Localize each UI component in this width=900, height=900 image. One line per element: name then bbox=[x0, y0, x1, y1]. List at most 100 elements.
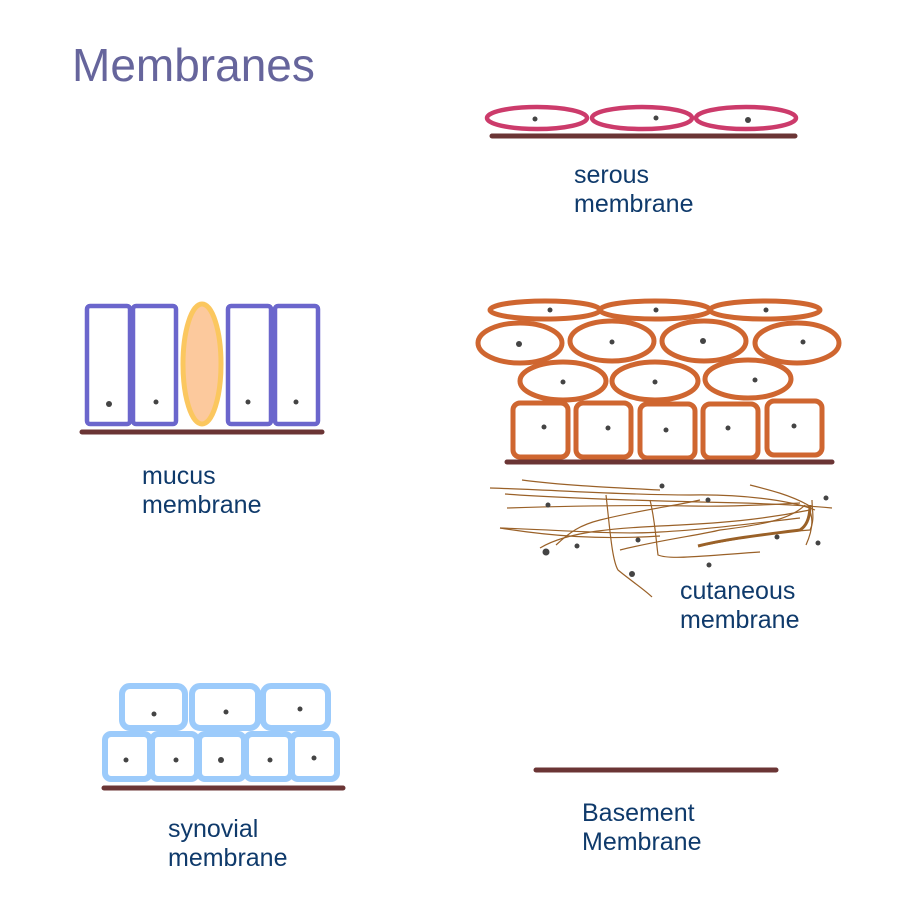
columnar-cell bbox=[225, 303, 274, 427]
mucus-membrane-label: mucus membrane bbox=[142, 462, 262, 520]
squamous-cell bbox=[589, 104, 695, 132]
label-line-2: membrane bbox=[574, 190, 694, 218]
synovial-membrane-diagram bbox=[101, 683, 346, 791]
columnar-cell bbox=[130, 303, 179, 427]
nucleus bbox=[547, 307, 553, 313]
nucleus bbox=[123, 757, 129, 763]
serous-membrane-label: serous membrane bbox=[574, 161, 694, 219]
nucleus bbox=[218, 757, 224, 763]
nucleus bbox=[652, 379, 658, 385]
label-line-1: serous bbox=[574, 161, 650, 189]
fiber bbox=[489, 487, 816, 511]
columnar-cell bbox=[84, 303, 133, 427]
label-line-2: membrane bbox=[680, 606, 800, 634]
fiber bbox=[499, 517, 801, 534]
label-line-1: synovial bbox=[168, 815, 259, 843]
cuboidal-cell bbox=[102, 731, 153, 782]
cuboidal-cell bbox=[637, 401, 698, 461]
nucleus bbox=[267, 757, 273, 763]
nucleus bbox=[705, 497, 711, 503]
nucleus bbox=[293, 399, 299, 405]
fiber bbox=[619, 504, 806, 551]
nucleus bbox=[516, 341, 522, 347]
columnar-cell bbox=[272, 303, 321, 427]
nucleus bbox=[700, 338, 706, 344]
nucleus bbox=[151, 711, 157, 717]
nucleus bbox=[815, 540, 821, 546]
fiber bbox=[504, 493, 833, 509]
squamous-cell bbox=[693, 104, 799, 132]
fiber bbox=[555, 499, 701, 546]
nucleus bbox=[173, 757, 179, 763]
nucleus bbox=[106, 401, 112, 407]
nucleus bbox=[653, 307, 659, 313]
nucleus bbox=[663, 427, 669, 433]
cuboidal-cell bbox=[700, 401, 761, 461]
fiber bbox=[697, 504, 812, 548]
nucleus bbox=[763, 307, 769, 313]
cell bbox=[260, 683, 331, 731]
nucleus bbox=[635, 537, 641, 543]
synovial-membrane-label: synovial membrane bbox=[168, 815, 288, 873]
nucleus bbox=[823, 495, 829, 501]
flat-cell bbox=[487, 298, 603, 322]
goblet-cell bbox=[180, 301, 224, 427]
nucleus bbox=[574, 543, 580, 549]
nucleus bbox=[725, 425, 731, 431]
nucleus bbox=[659, 483, 665, 489]
flat-cell bbox=[707, 298, 823, 322]
cell bbox=[189, 683, 261, 731]
oval-cell bbox=[517, 359, 609, 403]
label-line-1: Basement bbox=[582, 799, 695, 827]
serous-membrane-diagram bbox=[484, 104, 799, 139]
fiber bbox=[539, 509, 811, 549]
nucleus bbox=[791, 423, 797, 429]
label-line-2: membrane bbox=[168, 844, 288, 872]
nucleus bbox=[774, 534, 780, 540]
cutaneous-membrane-label: cutaneous membrane bbox=[680, 577, 800, 635]
cuboidal-cell bbox=[149, 731, 200, 782]
nucleus bbox=[629, 571, 635, 577]
oval-cell bbox=[752, 320, 842, 366]
mucus-membrane-diagram bbox=[79, 301, 325, 435]
nucleus bbox=[223, 709, 229, 715]
nucleus bbox=[297, 706, 303, 712]
nucleus bbox=[245, 399, 251, 405]
label-line-1: mucus bbox=[142, 462, 216, 490]
fiber bbox=[499, 527, 661, 539]
cutaneous-membrane-diagram bbox=[475, 298, 842, 465]
nucleus bbox=[545, 502, 551, 508]
fiber bbox=[649, 499, 761, 558]
fiber bbox=[749, 484, 813, 546]
squamous-cell bbox=[484, 104, 590, 132]
fiber bbox=[521, 479, 661, 491]
nucleus bbox=[800, 339, 806, 345]
cuboidal-cell bbox=[196, 731, 247, 782]
oval-cell bbox=[702, 357, 794, 401]
basement-membrane-label: Basement Membrane bbox=[582, 799, 702, 857]
label-line-2: membrane bbox=[142, 491, 262, 519]
nucleus bbox=[609, 339, 615, 345]
label-line-1: cutaneous bbox=[680, 577, 796, 605]
oval-cell bbox=[659, 318, 749, 364]
connective-tissue-fibers bbox=[489, 479, 833, 598]
label-line-2: Membrane bbox=[582, 828, 702, 856]
nucleus bbox=[541, 424, 547, 430]
oval-cell bbox=[609, 359, 701, 403]
cuboidal-cell bbox=[764, 398, 825, 458]
nucleus bbox=[153, 399, 159, 405]
nucleus bbox=[311, 755, 317, 761]
cuboidal-cell bbox=[243, 731, 294, 782]
oval-cell bbox=[475, 320, 565, 366]
cuboidal-cell bbox=[573, 400, 634, 460]
nucleus bbox=[745, 117, 751, 123]
nucleus bbox=[605, 425, 611, 431]
nucleus bbox=[542, 548, 550, 556]
nucleus bbox=[532, 116, 538, 122]
nucleus bbox=[706, 562, 712, 568]
nucleus bbox=[653, 115, 659, 121]
nucleus bbox=[752, 377, 758, 383]
page-title: Membranes bbox=[72, 39, 315, 91]
fiber bbox=[605, 494, 653, 598]
